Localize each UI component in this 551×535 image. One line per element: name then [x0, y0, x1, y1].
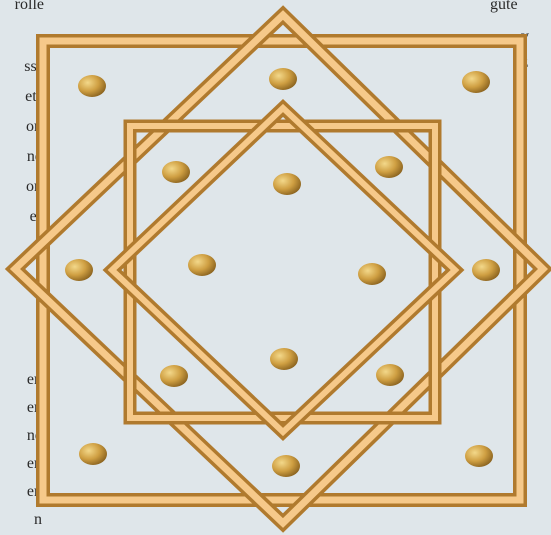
coin — [78, 75, 106, 97]
coin — [270, 348, 298, 370]
coin — [273, 173, 301, 195]
coin — [79, 443, 107, 465]
coin — [65, 259, 93, 281]
coin — [188, 254, 216, 276]
coin — [272, 455, 300, 477]
coin — [358, 263, 386, 285]
coin — [472, 259, 500, 281]
coin — [269, 68, 297, 90]
inner-diamond-frame — [112, 108, 455, 432]
coin — [162, 161, 190, 183]
coin — [375, 156, 403, 178]
coin — [376, 364, 404, 386]
coin — [462, 71, 490, 93]
coin — [160, 365, 188, 387]
coin — [465, 445, 493, 467]
